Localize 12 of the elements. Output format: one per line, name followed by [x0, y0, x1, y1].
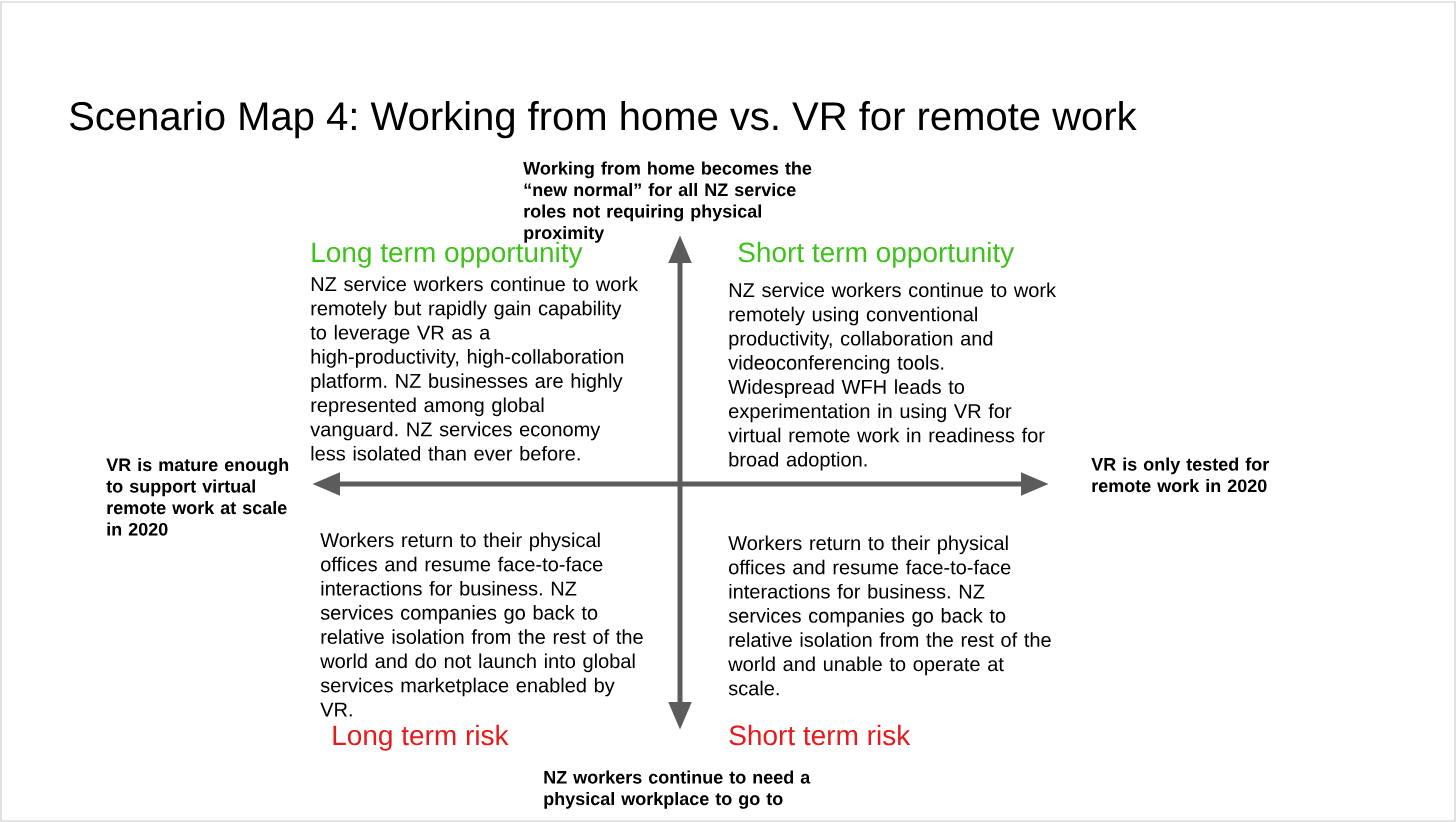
quadrant-description: Workers return to their physical offices and resume face-to-face interactions for business. NZ services companies go back to relative isolation from the rest of the world and do not launch into global services marketplace enabled by VR.	[320, 532, 643, 717]
axis-label: VR is mature enough to support virtual remote work at scale in 2020	[106, 457, 289, 536]
slide-title: Scenario Map 4: Working from home vs. VR for remote work	[70, 101, 1137, 139]
quadrant-description: NZ service workers continue to work remotely using conventional productivity, collaboration and videoconferencing tools. Widespread WFH leads to experimentation in using VR for virtual remote work in readiness for broad adoption.	[728, 282, 1057, 471]
quadrant-description: NZ service workers continue to work remotely but rapidly gain capability to leverage VR as a high-productivity, high-collaboration platform. NZ businesses are highly represented among global vanguard. NZ services economy less isolated than ever before.	[310, 276, 639, 461]
axis-label: VR is only tested for remote work in 2020	[1091, 457, 1269, 493]
quadrant-heading: Long term risk	[333, 724, 509, 751]
quadrant-heading: Long term opportunity	[312, 241, 583, 268]
quadrant-heading: Short term risk	[729, 724, 911, 746]
quadrant-description: Workers return to their physical offices and resume face-to-face interactions for business. NZ services companies go back to relative isolation from the rest of the world and unable to operate at scale.	[728, 535, 1051, 696]
quadrant-heading: Short term opportunity	[738, 241, 1015, 268]
axis-label: NZ workers continue to need a physical workplace to go to	[544, 770, 811, 809]
